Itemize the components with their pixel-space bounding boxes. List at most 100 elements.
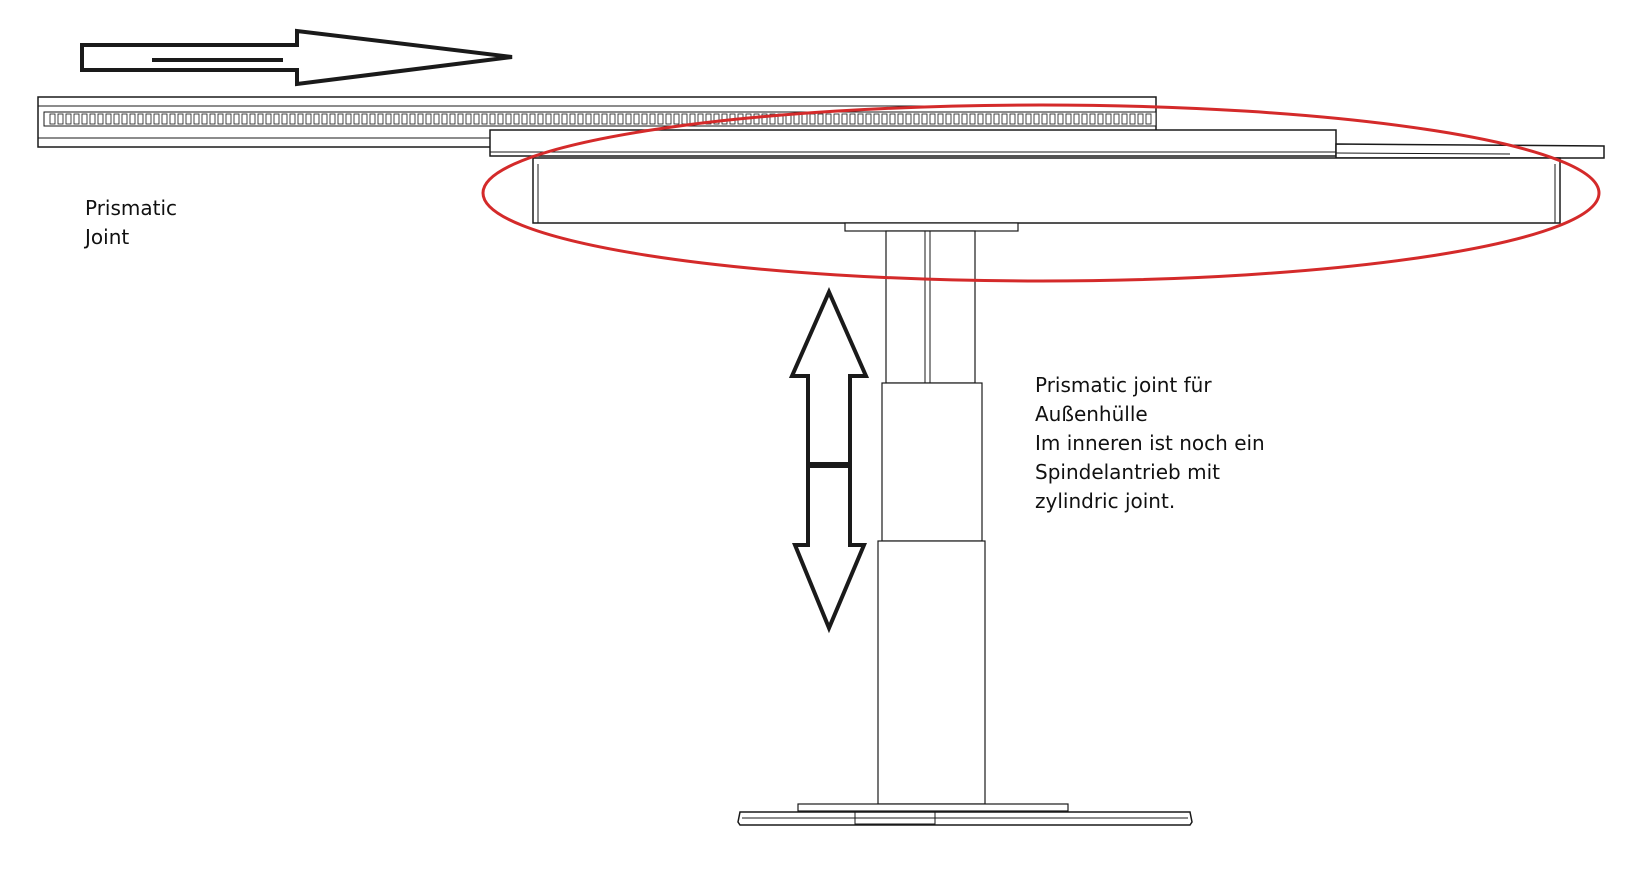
rail-tooth	[945, 113, 952, 125]
rail-tooth	[185, 113, 192, 125]
rail-tooth	[329, 113, 336, 125]
rail-tooth	[705, 113, 712, 125]
rail-tooth	[529, 113, 536, 125]
label-line: Prismatic joint für	[1035, 373, 1212, 397]
rail-tooth	[241, 113, 248, 125]
rail-tooth	[65, 113, 72, 125]
arrow-right-icon	[80, 28, 513, 87]
rail-tooth	[985, 113, 992, 125]
rail-tooth	[713, 113, 720, 125]
rail-tooth	[1033, 113, 1040, 125]
rail-tooth	[177, 113, 184, 125]
rail-tooth	[961, 113, 968, 125]
rail-tooth	[865, 113, 872, 125]
rail-tooth	[161, 113, 168, 125]
rail-tooth	[849, 113, 856, 125]
label-line: Spindelantrieb mit	[1035, 460, 1220, 484]
label-line: Prismatic	[85, 196, 178, 220]
rail-tooth	[633, 113, 640, 125]
rail-tooth	[409, 113, 416, 125]
rail-tooth	[969, 113, 976, 125]
rail-tooth	[897, 113, 904, 125]
rail-tooth	[249, 113, 256, 125]
rail-tooth	[121, 113, 128, 125]
rail-tooth	[857, 113, 864, 125]
rail-tooth	[1121, 113, 1128, 125]
rail-tooth	[673, 113, 680, 125]
rail-tooth	[393, 113, 400, 125]
prismatic-joint-label: Prismatic Joint	[85, 194, 177, 252]
rail-tooth	[489, 113, 496, 125]
rail-tooth	[905, 113, 912, 125]
rail-tooth	[457, 113, 464, 125]
rail-tooth	[833, 113, 840, 125]
rail-tooth	[113, 113, 120, 125]
rail-tooth	[481, 113, 488, 125]
rail-tooth	[1089, 113, 1096, 125]
rail-tooth	[1041, 113, 1048, 125]
rail-tooth	[1001, 113, 1008, 125]
rail-tooth	[89, 113, 96, 125]
rail-tooth	[313, 113, 320, 125]
column-joint-label: Prismatic joint für Außenhülle Im innere…	[1035, 371, 1265, 516]
label-line: zylindric joint.	[1035, 489, 1176, 513]
rail-tooth	[817, 113, 824, 125]
rail-tooth	[953, 113, 960, 125]
rail-tooth	[449, 113, 456, 125]
rail-tooth	[593, 113, 600, 125]
rail-tooth	[1009, 113, 1016, 125]
rail-tooth	[129, 113, 136, 125]
rail-tooth	[505, 113, 512, 125]
rail-tooth	[273, 113, 280, 125]
rail-tooth	[577, 113, 584, 125]
rail-tooth	[209, 113, 216, 125]
rail-tooth	[993, 113, 1000, 125]
rail-tooth	[913, 113, 920, 125]
rail-tooth	[401, 113, 408, 125]
rail-tooth	[1073, 113, 1080, 125]
rail-tooth	[417, 113, 424, 125]
rail-tooth	[257, 113, 264, 125]
rail-tooth	[305, 113, 312, 125]
rail-teeth	[49, 113, 1152, 125]
rail-tooth	[289, 113, 296, 125]
rail-tooth	[977, 113, 984, 125]
rail-tooth	[657, 113, 664, 125]
rail-tooth	[169, 113, 176, 125]
highlight-ellipse	[481, 103, 1601, 283]
rail-tooth	[353, 113, 360, 125]
table-beam	[532, 157, 1561, 232]
rail-tooth	[57, 113, 64, 125]
label-line: Im inneren ist noch ein	[1035, 431, 1265, 455]
rail-tooth	[665, 113, 672, 125]
rail-tooth	[753, 113, 760, 125]
rail-tooth	[153, 113, 160, 125]
rail-tooth	[681, 113, 688, 125]
rail-tooth	[1057, 113, 1064, 125]
rail-tooth	[265, 113, 272, 125]
rail-tooth	[545, 113, 552, 125]
rail-tooth	[553, 113, 560, 125]
rail-tooth	[137, 113, 144, 125]
rail-tooth	[441, 113, 448, 125]
rail-tooth	[569, 113, 576, 125]
rail-tooth	[1081, 113, 1088, 125]
rail-tooth	[201, 113, 208, 125]
rail-tooth	[1017, 113, 1024, 125]
rail-tooth	[377, 113, 384, 125]
rail-tooth	[369, 113, 376, 125]
rail-tooth	[1097, 113, 1104, 125]
rail-tooth	[649, 113, 656, 125]
rail-tooth	[601, 113, 608, 125]
rail-tooth	[281, 113, 288, 125]
rail-tooth	[321, 113, 328, 125]
rail-tooth	[689, 113, 696, 125]
rail-tooth	[105, 113, 112, 125]
label-line: Joint	[85, 225, 130, 249]
rail-tooth	[641, 113, 648, 125]
rail-tooth	[49, 113, 56, 125]
rail-tooth	[81, 113, 88, 125]
rail-tooth	[929, 113, 936, 125]
rail-tooth	[217, 113, 224, 125]
